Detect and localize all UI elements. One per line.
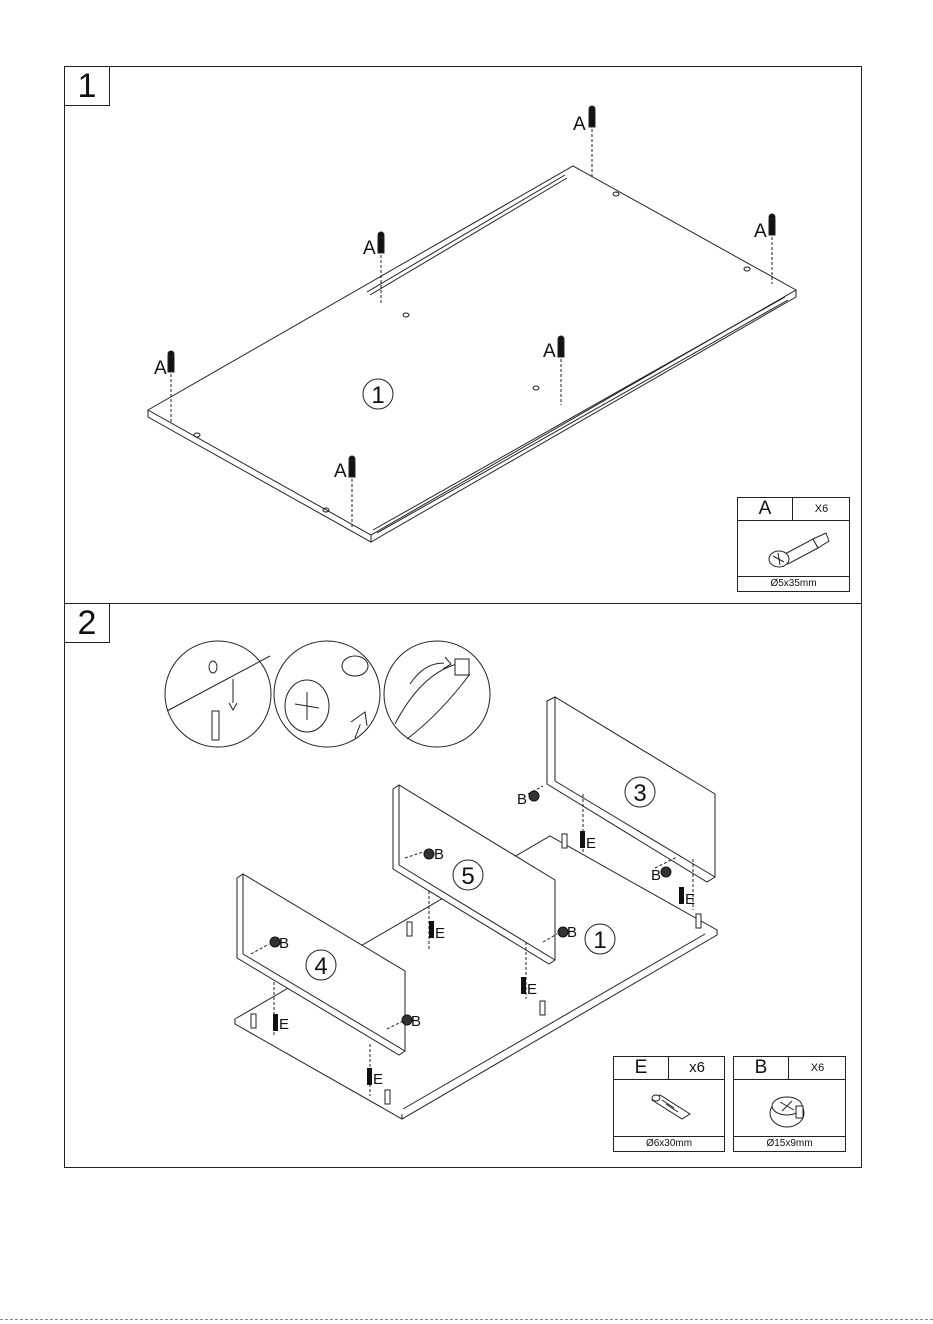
part-b-qty: X6 xyxy=(788,1057,846,1079)
label-e-1: E xyxy=(586,835,596,852)
label-e-3: E xyxy=(435,925,445,942)
dowel-e-1 xyxy=(580,831,585,848)
detail-cam-turn xyxy=(384,641,490,747)
label-e-5: E xyxy=(279,1016,289,1033)
bolt-a-1 xyxy=(589,106,595,177)
label-b-2: B xyxy=(651,867,661,884)
label-a-4: A xyxy=(543,341,556,362)
label-b-5: B xyxy=(279,935,289,952)
label-e-2: E xyxy=(685,891,695,908)
step-1-panel: 1 xyxy=(64,66,862,604)
label-b-6: B xyxy=(411,1013,421,1030)
panel-3-number: 3 xyxy=(633,780,646,807)
dowel-e-5 xyxy=(273,1014,278,1031)
detail-dowel-insert xyxy=(165,641,271,747)
cam-bolt-icon xyxy=(738,521,849,577)
part-box-b: B X6 Ø15x9mm xyxy=(733,1056,846,1152)
label-a-3: A xyxy=(363,238,376,259)
label-e-4: E xyxy=(527,981,537,998)
label-e-6: E xyxy=(373,1071,383,1088)
dowel-e-4 xyxy=(521,977,526,994)
label-a-5: A xyxy=(154,358,167,379)
label-a-2: A xyxy=(754,221,767,242)
part-b-letter: B xyxy=(734,1057,788,1079)
bolt-a-2 xyxy=(769,214,775,284)
panel-1-number-step2: 1 xyxy=(593,927,606,954)
part-e-letter: E xyxy=(614,1057,668,1079)
dowel-e-3 xyxy=(429,921,434,938)
part-box-e: E x6 Ø6x30mm xyxy=(613,1056,725,1152)
page-cut-line xyxy=(0,1319,933,1320)
panel-1-number: 1 xyxy=(371,382,384,409)
part-e-qty: x6 xyxy=(668,1057,725,1079)
step-2-panel: 2 xyxy=(64,603,862,1168)
label-b-1: B xyxy=(517,791,527,808)
dowel-e-2 xyxy=(679,887,684,904)
label-b-4: B xyxy=(567,924,577,941)
part-e-size: Ø6x30mm xyxy=(614,1136,724,1151)
panel-4-number: 4 xyxy=(314,953,327,980)
panel-5-number: 5 xyxy=(461,863,474,890)
cam-lock-icon xyxy=(734,1080,845,1137)
part-a-size: Ø5x35mm xyxy=(738,576,849,591)
part-b-size: Ø15x9mm xyxy=(734,1136,845,1151)
label-a-6: A xyxy=(334,461,347,482)
dowel-e-6 xyxy=(367,1068,372,1085)
label-a-1: A xyxy=(573,114,586,135)
part-a-letter: A xyxy=(738,498,792,520)
detail-cam-align xyxy=(274,641,380,747)
part-a-qty: X6 xyxy=(792,498,850,520)
part-box-a: A X6 Ø5x35mm xyxy=(737,497,850,592)
label-b-3: B xyxy=(434,846,444,863)
wooden-dowel-icon xyxy=(614,1080,724,1137)
